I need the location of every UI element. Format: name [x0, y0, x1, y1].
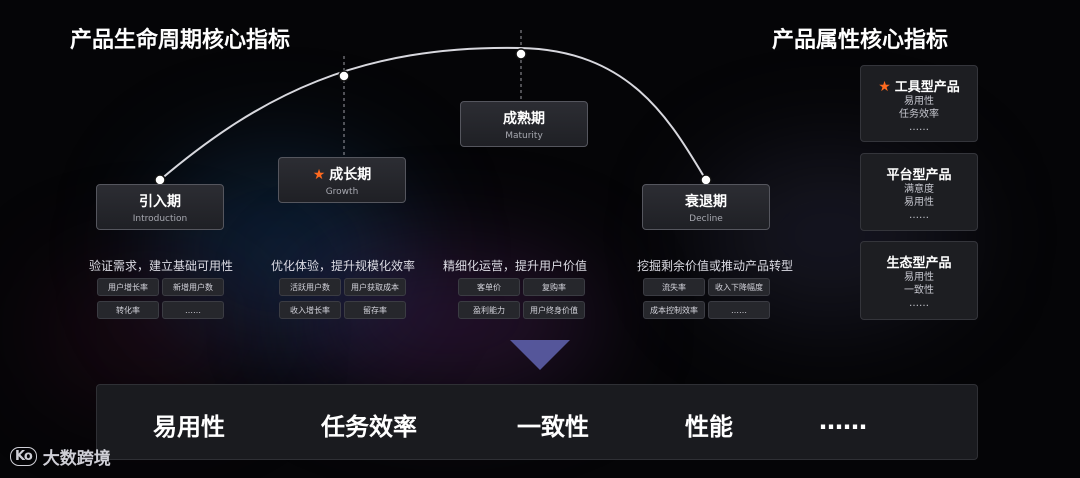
stage-en: Decline [689, 214, 723, 224]
metric-tag: 用户获取成本 [344, 278, 406, 296]
stage-introduction: 引入期 Introduction [96, 184, 224, 230]
attributes-title: 产品属性核心指标 [772, 28, 949, 53]
stage-desc-decline: 挖掘剩余价值或推动产品转型 [636, 259, 793, 273]
stage-desc-growth: 优化体验，提升规模化效率 [270, 259, 415, 273]
stage-name: 引入期 [139, 194, 181, 210]
lifecycle-title: 产品生命周期核心指标 [70, 28, 291, 53]
metric-tag: 用户增长率 [97, 278, 159, 296]
stage-name: 衰退期 [685, 194, 727, 210]
star-icon: ★ [878, 79, 891, 95]
metric-tag: 新增用户数 [162, 278, 224, 296]
stage-en: Introduction [132, 214, 188, 224]
attribute-item: 易用性 [904, 272, 934, 283]
attribute-title: 生态型产品 [886, 256, 952, 271]
brand-logo: Ko 大数跨境 [10, 444, 111, 469]
metric-tag: …… [162, 301, 224, 319]
attribute-item: …… [909, 122, 929, 133]
attribute-title: 工具型产品 [894, 80, 960, 95]
logo-text: 大数跨境 [42, 449, 111, 469]
metric-tag: 收入下降幅度 [708, 278, 770, 296]
keyword: 性能 [685, 413, 733, 441]
metric-tag: 成本控制效率 [643, 301, 705, 319]
attribute-title: 平台型产品 [886, 168, 952, 183]
attribute-card-platform: 平台型产品 满意度 易用性 …… [860, 153, 978, 231]
stage-maturity: 成熟期 Maturity [460, 101, 588, 147]
attribute-item: 任务效率 [899, 109, 939, 120]
logo-mark: Ko [10, 447, 37, 466]
keyword: 易用性 [153, 413, 225, 441]
stage-desc-maturity: 精细化运营，提升用户价值 [442, 259, 587, 273]
metric-tag: 留存率 [344, 301, 406, 319]
metric-tag: 客单价 [458, 278, 520, 296]
stage-desc-introduction: 验证需求，建立基础可用性 [88, 259, 233, 273]
attribute-item: 满意度 [904, 184, 934, 195]
stage-en: Growth [325, 187, 359, 197]
metric-tag: 用户终身价值 [523, 301, 585, 319]
metric-tag: 盈利能力 [458, 301, 520, 319]
stage-name-row: ★成长期 [279, 164, 405, 184]
metric-tag: …… [708, 301, 770, 319]
attribute-item: …… [909, 210, 929, 221]
metric-tag: 复购率 [523, 278, 585, 296]
attribute-item: 易用性 [904, 197, 934, 208]
metric-tag: 转化率 [97, 301, 159, 319]
attribute-card-tool: ★工具型产品 易用性 任务效率 …… [860, 65, 978, 142]
metric-tag: 收入增长率 [279, 301, 341, 319]
attribute-card-ecosystem: 生态型产品 易用性 一致性 …… [860, 241, 978, 320]
down-triangle-icon [510, 340, 570, 370]
stage-growth: ★成长期 Growth [278, 157, 406, 203]
keyword: 任务效率 [321, 413, 417, 441]
stage-name: 成熟期 [503, 111, 545, 127]
stage-name: 成长期 [329, 167, 372, 183]
attribute-item: …… [909, 298, 929, 309]
metric-tag: 活跃用户数 [279, 278, 341, 296]
stage-decline: 衰退期 Decline [642, 184, 770, 230]
metric-tag: 流失率 [643, 278, 705, 296]
keyword: 一致性 [517, 413, 589, 441]
attribute-item: 易用性 [904, 96, 934, 107]
attribute-title-row: ★工具型产品 [861, 76, 977, 95]
star-icon: ★ [312, 167, 326, 183]
core-metrics-bar: 易用性 任务效率 一致性 性能 …… [96, 384, 978, 460]
attribute-item: 一致性 [904, 285, 934, 296]
stage-en: Maturity [505, 131, 543, 141]
keyword: …… [819, 407, 867, 435]
